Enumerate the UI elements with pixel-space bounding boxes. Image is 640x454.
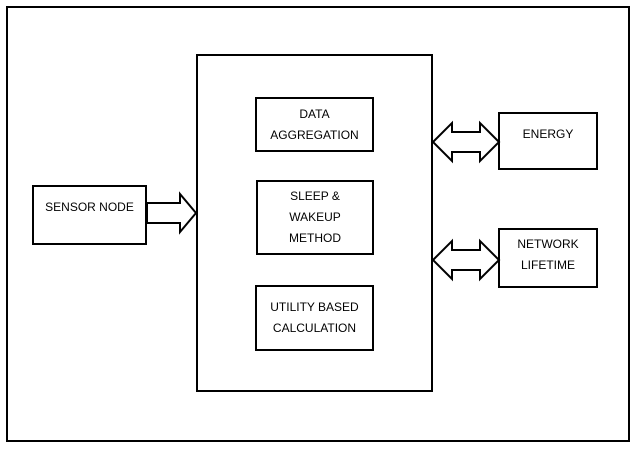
sleep-wakeup-line-2: WAKEUP [289, 210, 341, 224]
network-lifetime-line-2: LIFETIME [520, 258, 575, 272]
sensor-node-box: SENSOR NODE [32, 185, 147, 245]
network-lifetime-box: NETWORK LIFETIME [498, 228, 598, 288]
sleep-wakeup-line-3: METHOD [289, 231, 341, 245]
sleep-wakeup-line-1: SLEEP & [290, 189, 340, 203]
sensor-node-label: SENSOR NODE [45, 199, 134, 214]
data-aggregation-line-1: DATA [299, 106, 330, 121]
energy-box: ENERGY [498, 112, 598, 170]
data-aggregation-box: DATA AGGREGATION [255, 97, 374, 152]
input-arrow [146, 191, 198, 235]
sleep-wakeup-box: SLEEP & WAKEUP METHOD [256, 180, 374, 255]
utility-calculation-line-1: UTILITY BASED [270, 300, 359, 314]
network-lifetime-double-arrow [431, 238, 501, 282]
diagram-frame [6, 6, 630, 442]
energy-label: ENERGY [522, 127, 574, 141]
energy-double-arrow [431, 120, 501, 164]
network-lifetime-line-1: NETWORK [517, 237, 579, 251]
utility-calculation-box: UTILITY BASED CALCULATION [255, 285, 374, 351]
utility-calculation-line-2: CALCULATION [272, 321, 357, 335]
data-aggregation-line-2: AGGREGATION [270, 127, 359, 142]
